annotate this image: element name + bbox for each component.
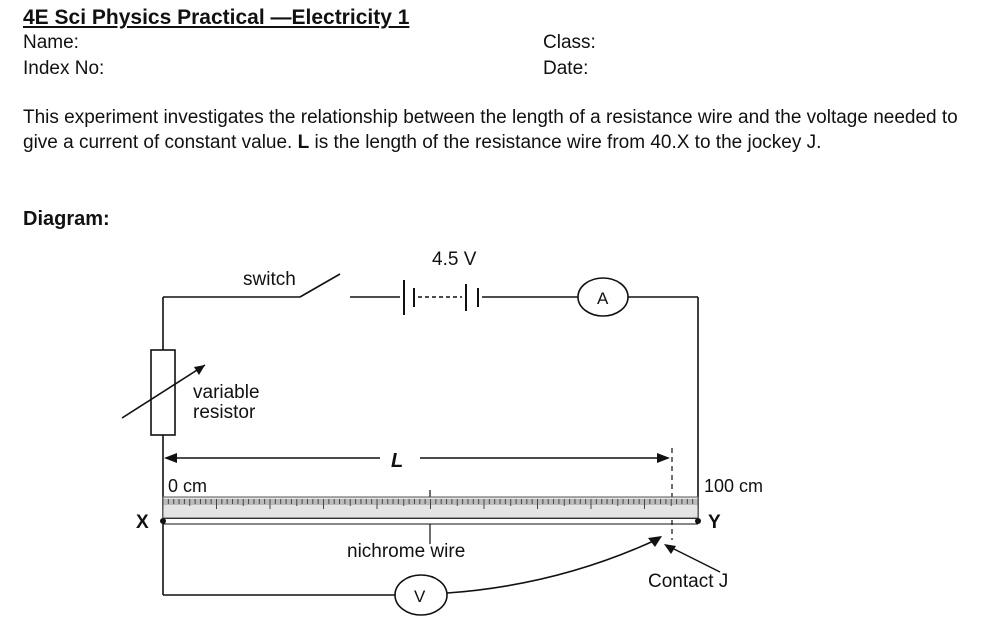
- metre-rule-ticks: [162, 499, 699, 509]
- contact-arrowhead: [664, 544, 676, 554]
- point-x-dot: [160, 518, 166, 524]
- nichrome-wire-label: nichrome wire: [347, 541, 465, 562]
- contact-j-label: Contact J: [648, 571, 728, 592]
- jockey-arrowhead: [648, 536, 662, 547]
- voltmeter-label: V: [414, 587, 426, 606]
- length-label: L: [391, 450, 403, 472]
- zero-cm-label: 0 cm: [168, 476, 207, 496]
- date-label: Date:: [543, 58, 589, 79]
- contact-pointer: [667, 545, 721, 573]
- point-y-label: Y: [708, 512, 721, 533]
- variable-resistor-arrowhead: [194, 365, 205, 375]
- index-no-label: Index No:: [23, 58, 105, 79]
- variable-resistor-arrow-shaft: [121, 364, 206, 419]
- variable-resistor-label-1: variable: [193, 382, 260, 403]
- intro-text-1: This experiment investigates the relatio…: [23, 107, 958, 153]
- intro-paragraph: This experiment investigates the relatio…: [23, 105, 963, 155]
- length-arrowhead-right: [657, 453, 670, 463]
- point-y-dot: [695, 518, 701, 524]
- variable-resistor-label-2: resistor: [193, 402, 256, 423]
- point-x-label: X: [136, 512, 149, 533]
- intro-text-2: is the length of the resistance wire fro…: [309, 132, 822, 153]
- page-title: 4E Sci Physics Practical —Electricity 1: [23, 6, 410, 29]
- class-label: Class:: [543, 32, 596, 53]
- jockey-lead: [446, 537, 661, 594]
- diagram-heading: Diagram:: [23, 208, 110, 230]
- intro-bold-L: L: [297, 132, 310, 153]
- hundred-cm-label: 100 cm: [704, 476, 763, 496]
- ammeter-label: A: [597, 289, 609, 308]
- length-arrowhead-left: [164, 453, 177, 463]
- switch-lever: [299, 273, 341, 298]
- battery-label: 4.5 V: [432, 249, 477, 270]
- name-label: Name:: [23, 32, 79, 53]
- voltmeter-circle: [394, 574, 448, 616]
- switch-label: switch: [243, 269, 296, 290]
